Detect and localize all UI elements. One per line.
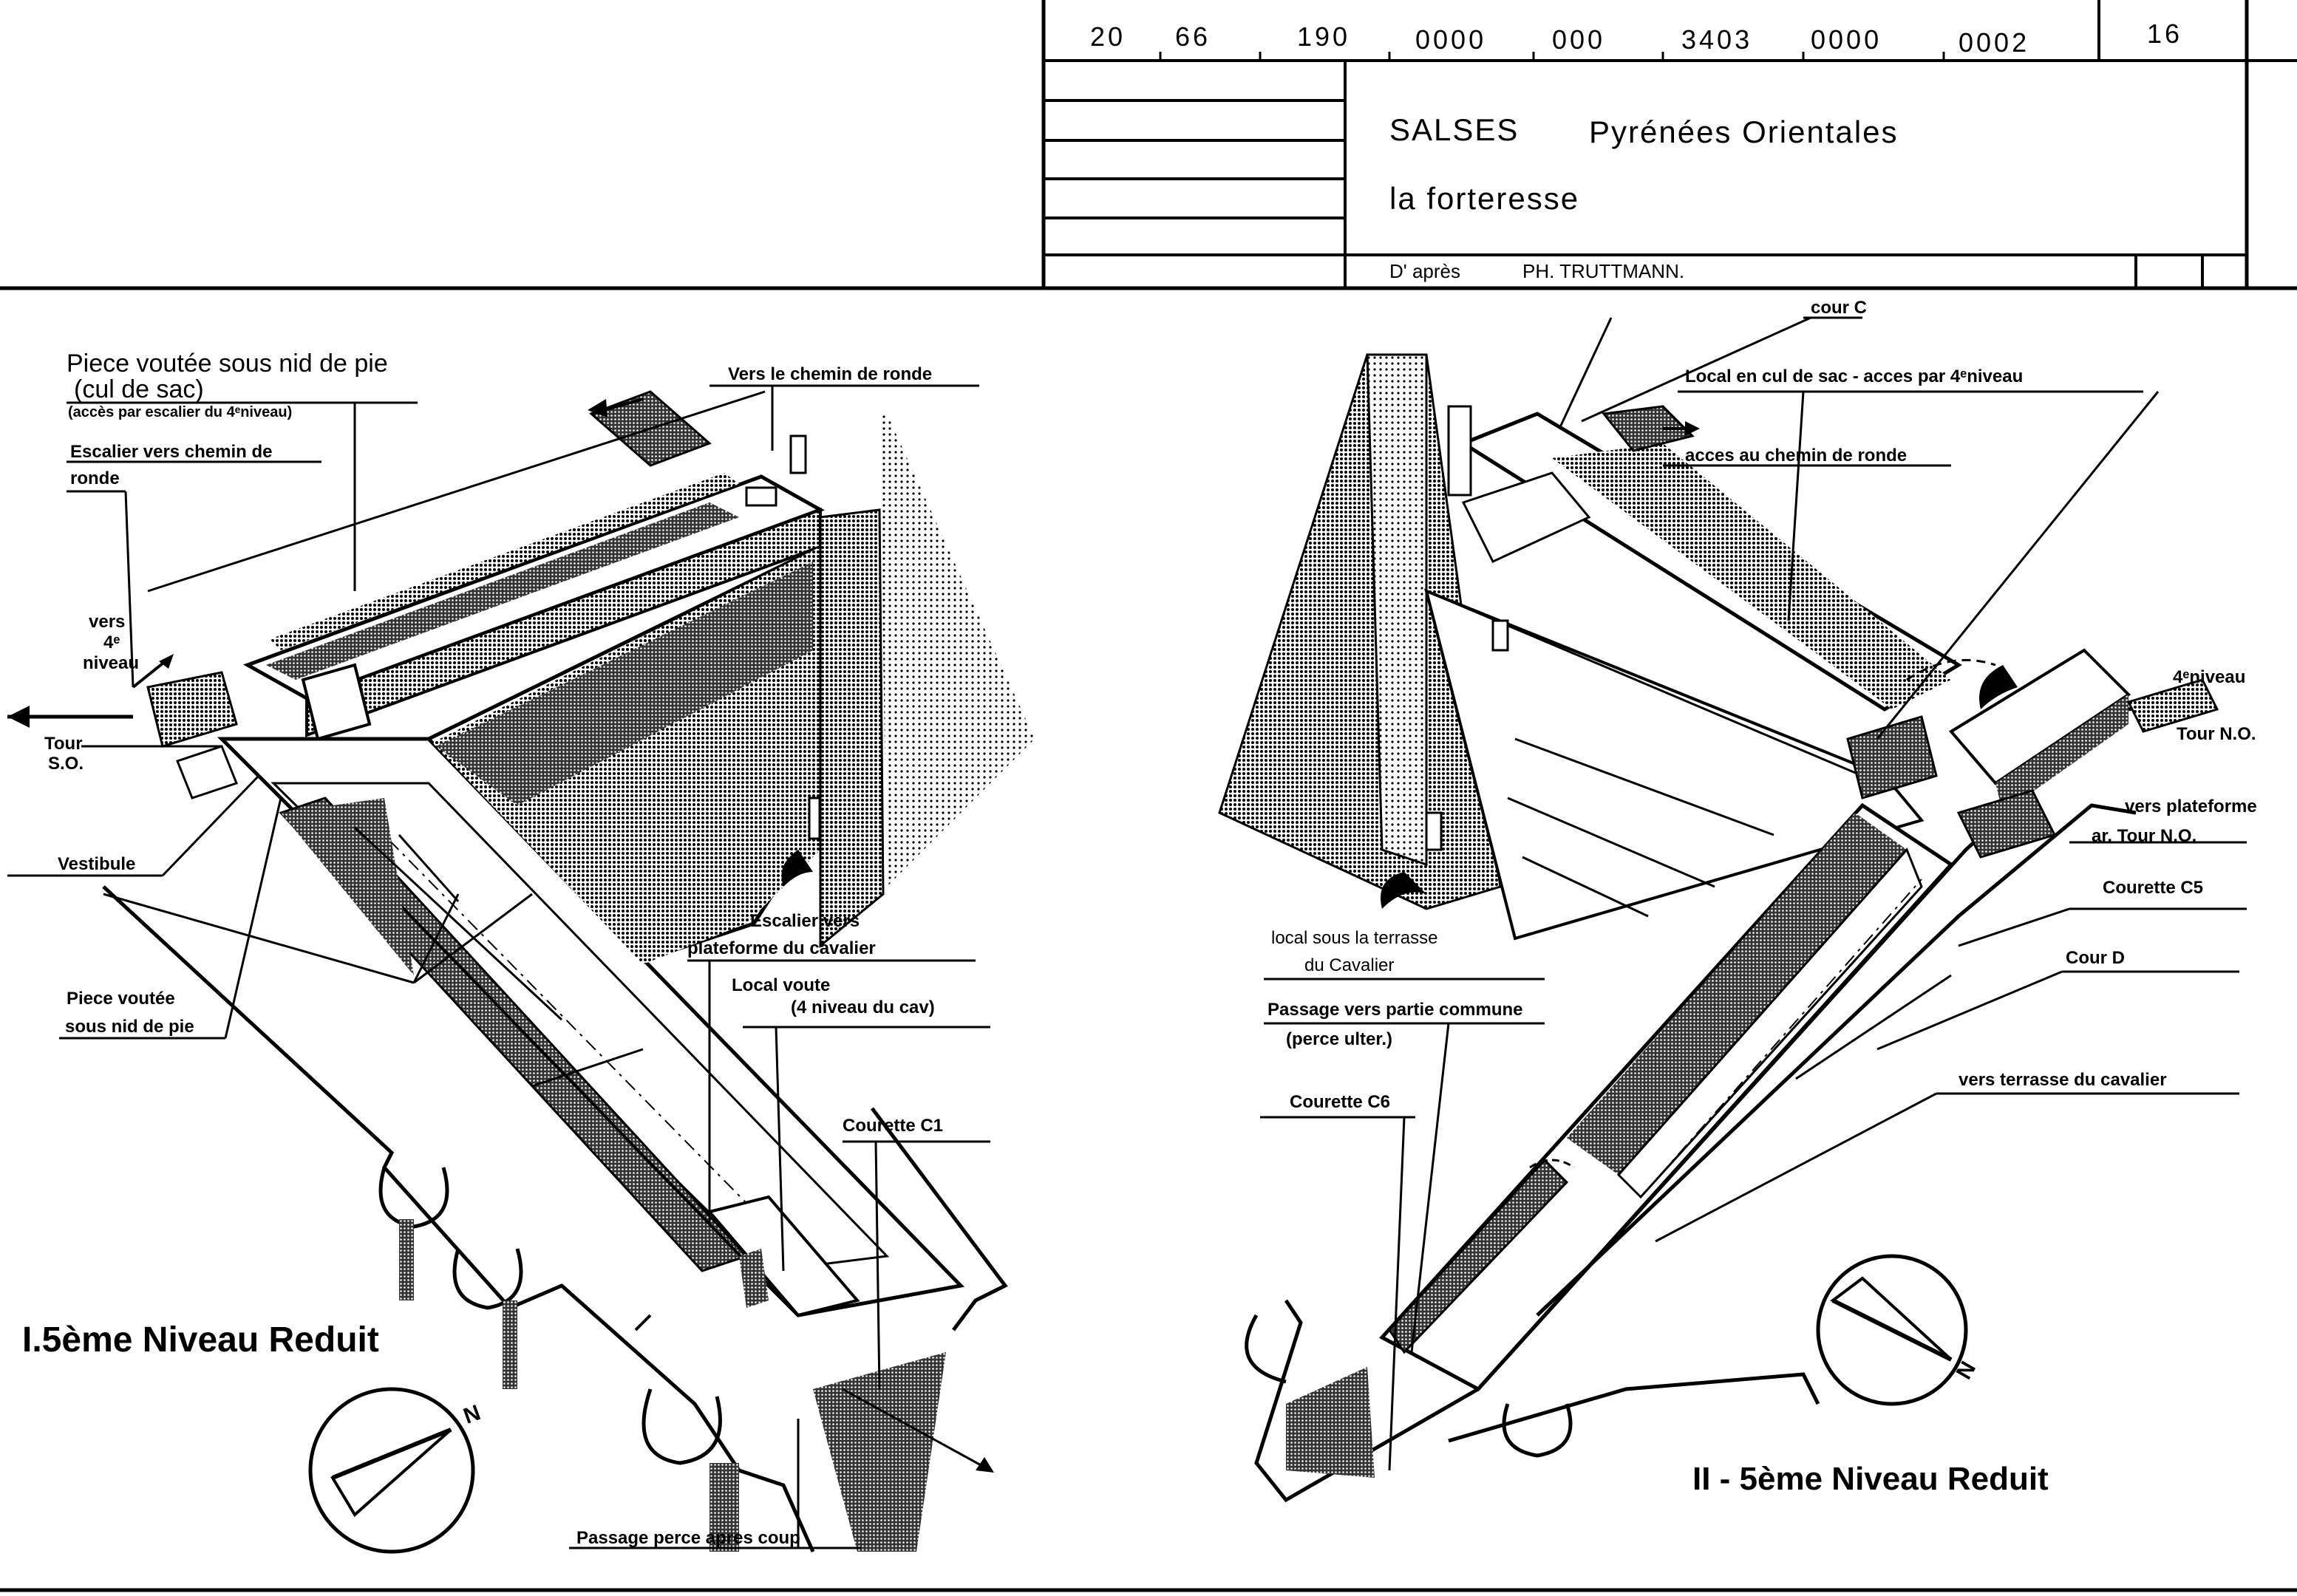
author-name: PH. TRUTTMANN.	[1522, 260, 1685, 282]
left-stair-block	[146, 671, 238, 748]
left-tower-3	[642, 1388, 722, 1465]
right-view-title: II - 5ème Niveau Reduit	[1692, 1461, 2049, 1497]
label-local-voute: Local voute	[732, 975, 831, 995]
label-vestibule: Vestibule	[58, 854, 136, 874]
code-3: 190	[1297, 21, 1351, 52]
right-long-wing-shade	[1567, 813, 1907, 1175]
code-5: 000	[1552, 24, 1606, 55]
label-piece-voutee-1: Piece voutée sous nid de pie	[67, 349, 388, 378]
code-7: 0000	[1811, 24, 1882, 55]
label-passage-vers: Passage vers partie commune	[1267, 1000, 1523, 1020]
sheet-number: 16	[2147, 18, 2183, 49]
left-leader-lines	[7, 384, 990, 1549]
label-passage-perce: Passage perce apres coup	[576, 1528, 800, 1548]
label-vers: vers	[89, 612, 126, 632]
right-arrow-4niveau	[2126, 678, 2219, 733]
label-vers-terrasse: vers terrasse du cavalier	[1959, 1070, 2167, 1090]
right-top-arrow	[1602, 405, 1695, 452]
left-view-drawing	[7, 390, 1035, 1553]
left-tower-2	[452, 1248, 523, 1310]
label-vers-plateforme: vers plateforme	[2125, 797, 2257, 816]
left-bottom-shade	[813, 1352, 946, 1552]
label-vers-chemin-ronde: Vers le chemin de ronde	[728, 364, 933, 384]
right-outer-wall	[1254, 767, 2056, 1503]
label-courette-c1: Courette C1	[843, 1116, 944, 1136]
label-escalier-chemin: Escalier vers chemin de	[70, 442, 273, 462]
arrow-to-tour-so	[7, 706, 30, 728]
label-acces-chemin-ronde: acces au chemin de ronde	[1685, 446, 1908, 466]
label-local-sous-terrasse: local sous la terrasse	[1271, 928, 1438, 948]
right-view-drawing	[1218, 353, 2219, 1503]
right-tower-2	[1502, 1403, 1573, 1458]
code-6: 3403	[1681, 24, 1753, 55]
label-niveau-cav: (4 niveau du cav)	[791, 998, 935, 1017]
label-ar-tour-no: ar. Tour N.O.	[2092, 826, 2197, 846]
label-escalier-vers: Escalier vers	[750, 911, 860, 931]
label-du-cavalier: du Cavalier	[1304, 955, 1395, 975]
right-compass	[1816, 1254, 1968, 1406]
interior-arrows	[353, 826, 644, 1088]
label-quatre: 4ᵉ	[103, 632, 120, 652]
label-escalier-chemin-ronde: ronde	[70, 468, 120, 488]
code-8: 0002	[1959, 27, 2030, 58]
region-name: Pyrénées Orientales	[1589, 115, 1899, 149]
left-prism	[819, 508, 885, 949]
right-floor	[1424, 588, 1925, 941]
label-cul-de-sac: (cul de sac)	[74, 375, 204, 403]
left-view-title: I.5ème Niveau Reduit	[22, 1320, 379, 1360]
left-outer-wall	[102, 885, 815, 1553]
label-acces-escalier: (accès par escalier du 4ᵉniveau)	[68, 404, 293, 420]
code-2: 66	[1175, 21, 1211, 52]
left-triangle-shade	[281, 798, 414, 975]
label-4-niveau: 4ᵉniveau	[2173, 667, 2246, 687]
label-piece-voutee-2: Piece voutée	[67, 989, 175, 1009]
place-name: SALSES	[1389, 112, 1520, 147]
left-top-wall-shade	[266, 502, 739, 680]
title-block-grid	[1044, 0, 2297, 288]
label-sous-nid-de-pie: sous nid de pie	[65, 1017, 194, 1037]
label-niveau: niveau	[83, 653, 140, 673]
label-tour-no: Tour N.O.	[2177, 724, 2256, 744]
subject-name: la forteresse	[1389, 181, 1580, 216]
right-tower-1	[1245, 1314, 1287, 1384]
label-courette-c6: Courette C6	[1290, 1092, 1391, 1112]
code-1: 20	[1090, 21, 1126, 52]
label-plateforme-cavalier: plateforme du cavalier	[687, 938, 876, 958]
label-so: S.O.	[48, 754, 84, 774]
right-bottom-shade	[1286, 1367, 1375, 1478]
label-cour-d: Cour D	[2066, 948, 2125, 968]
label-cour-c: cour C	[1811, 298, 1868, 318]
right-leader-lines	[1260, 316, 2247, 1471]
code-4: 0000	[1415, 24, 1487, 55]
label-local-cul-de-sac: Local en cul de sac - acces par 4ᵉniveau	[1685, 366, 2024, 386]
label-courette-c5: Courette C5	[2103, 878, 2204, 898]
label-perce-ulter: (perce ulter.)	[1286, 1029, 1393, 1049]
code-tick-marks	[1159, 52, 1945, 61]
label-tour: Tour	[44, 734, 83, 754]
left-compass	[308, 1387, 475, 1554]
author-prefix: D' après	[1389, 260, 1461, 282]
